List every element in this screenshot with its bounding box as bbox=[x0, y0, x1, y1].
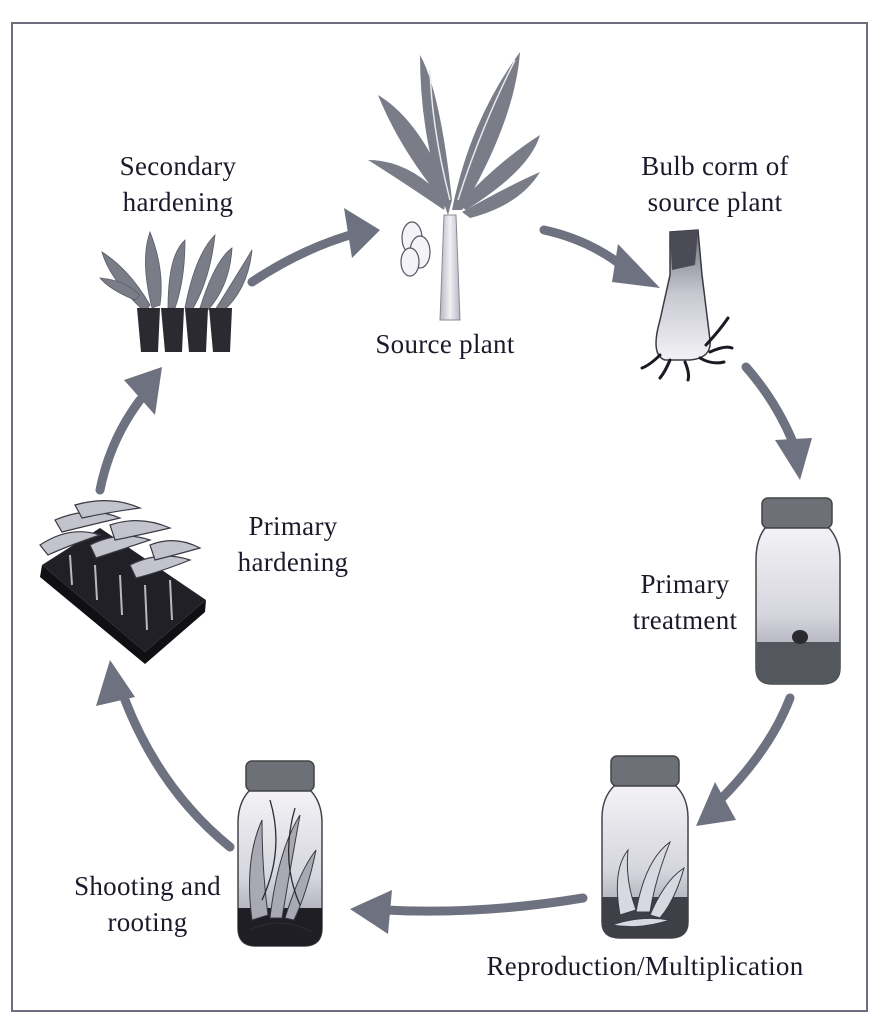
label-secondary-hardening: Secondary hardening bbox=[119, 151, 237, 217]
label-shooting-rooting: Shooting and rooting bbox=[74, 871, 221, 937]
jar-with-shoots-icon bbox=[601, 755, 689, 939]
label-primary-hardening: Primary hardening bbox=[237, 511, 349, 577]
jar-with-rooted-shoots-icon bbox=[237, 760, 323, 947]
corm-icon bbox=[640, 229, 734, 382]
jar-with-explant-icon bbox=[755, 497, 841, 685]
potted-plants-icon bbox=[99, 230, 253, 352]
arrow-reproduction-to-shooting bbox=[350, 890, 588, 934]
seedling-tray-icon bbox=[39, 500, 206, 664]
arrow-shooting-to-primary-hardening bbox=[96, 660, 235, 852]
banana-tree-icon bbox=[368, 52, 540, 321]
label-reproduction: Reproduction/Multiplication bbox=[486, 951, 804, 981]
banana-bunch bbox=[400, 221, 431, 277]
arrow-primary-to-secondary-hardening bbox=[95, 367, 162, 495]
arrow-treatment-to-reproduction bbox=[696, 693, 795, 826]
label-source-plant: Source plant bbox=[375, 329, 515, 359]
label-primary-treatment: Primary treatment bbox=[632, 569, 738, 635]
arrow-secondary-to-source bbox=[247, 208, 380, 287]
cycle-arrows bbox=[95, 208, 812, 934]
label-bulb-corm: Bulb corm of source plant bbox=[641, 151, 789, 217]
arrow-source-to-corm bbox=[539, 225, 660, 288]
arrow-corm-to-treatment bbox=[741, 362, 812, 480]
